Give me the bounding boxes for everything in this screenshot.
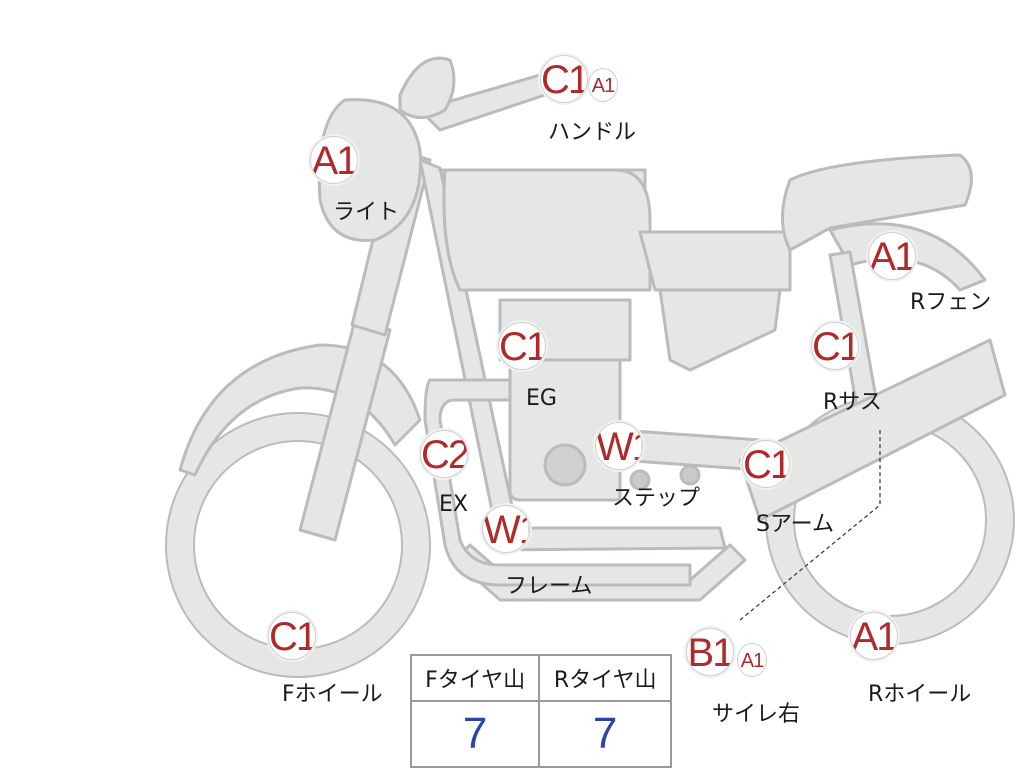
step-grade-badge: W1: [595, 422, 643, 470]
muffler-right-grade-badge: B1: [686, 628, 734, 676]
rear-fender-label: Rフェン: [910, 290, 992, 315]
muffler-right-label: サイレ右: [712, 702, 801, 727]
rear-tire-value: 7: [538, 700, 672, 768]
exhaust-grade-badge: C2: [420, 430, 468, 478]
front-wheel-grade-badge: C1: [268, 612, 316, 660]
exhaust-shape: [423, 378, 692, 587]
engine-label: EG: [526, 386, 557, 411]
seat-shape: [781, 153, 973, 252]
engine-grade-badge: C1: [498, 322, 546, 370]
muffler-pointer-line: [739, 430, 881, 621]
handle-grade-badge: C1: [540, 55, 588, 103]
rear-suspension-grade-badge: C1: [811, 322, 859, 370]
handle-label: ハンドル: [548, 120, 637, 145]
rear-wheel-grade-badge: A1: [850, 612, 898, 660]
frame-grade-badge: W1: [482, 505, 530, 553]
front-wheel-label: Fホイール: [282, 682, 383, 707]
swing-arm-label: Sアーム: [756, 512, 834, 537]
front-tire-value: 7: [409, 700, 541, 768]
rear-fender-grade-badge: A1: [868, 232, 916, 280]
rear-wheel-label: Rホイール: [868, 682, 972, 707]
light-grade-badge: A1: [310, 136, 358, 184]
tire-table-value-row: 7 7: [409, 700, 672, 768]
front-tire-header: Fタイヤ山: [409, 654, 541, 702]
exhaust-label: EX: [439, 492, 468, 517]
handle-sub-badge: A1: [588, 68, 618, 102]
swing-arm-shape: [738, 338, 1007, 522]
rear-suspension-label: Rサス: [823, 390, 882, 415]
step-label: ステップ: [612, 486, 701, 511]
tire-table-header-row: Fタイヤ山 Rタイヤ山: [409, 654, 672, 702]
fuel-tank-shape: [442, 168, 652, 292]
light-label: ライト: [333, 200, 400, 225]
swing-arm-grade-badge: C1: [742, 440, 790, 488]
rear-tire-header: Rタイヤ山: [538, 654, 672, 702]
tire-tread-table: Fタイヤ山 Rタイヤ山 7 7: [409, 654, 672, 768]
frame-label: フレーム: [505, 574, 593, 599]
muffler-right-sub-badge: A1: [737, 643, 767, 677]
